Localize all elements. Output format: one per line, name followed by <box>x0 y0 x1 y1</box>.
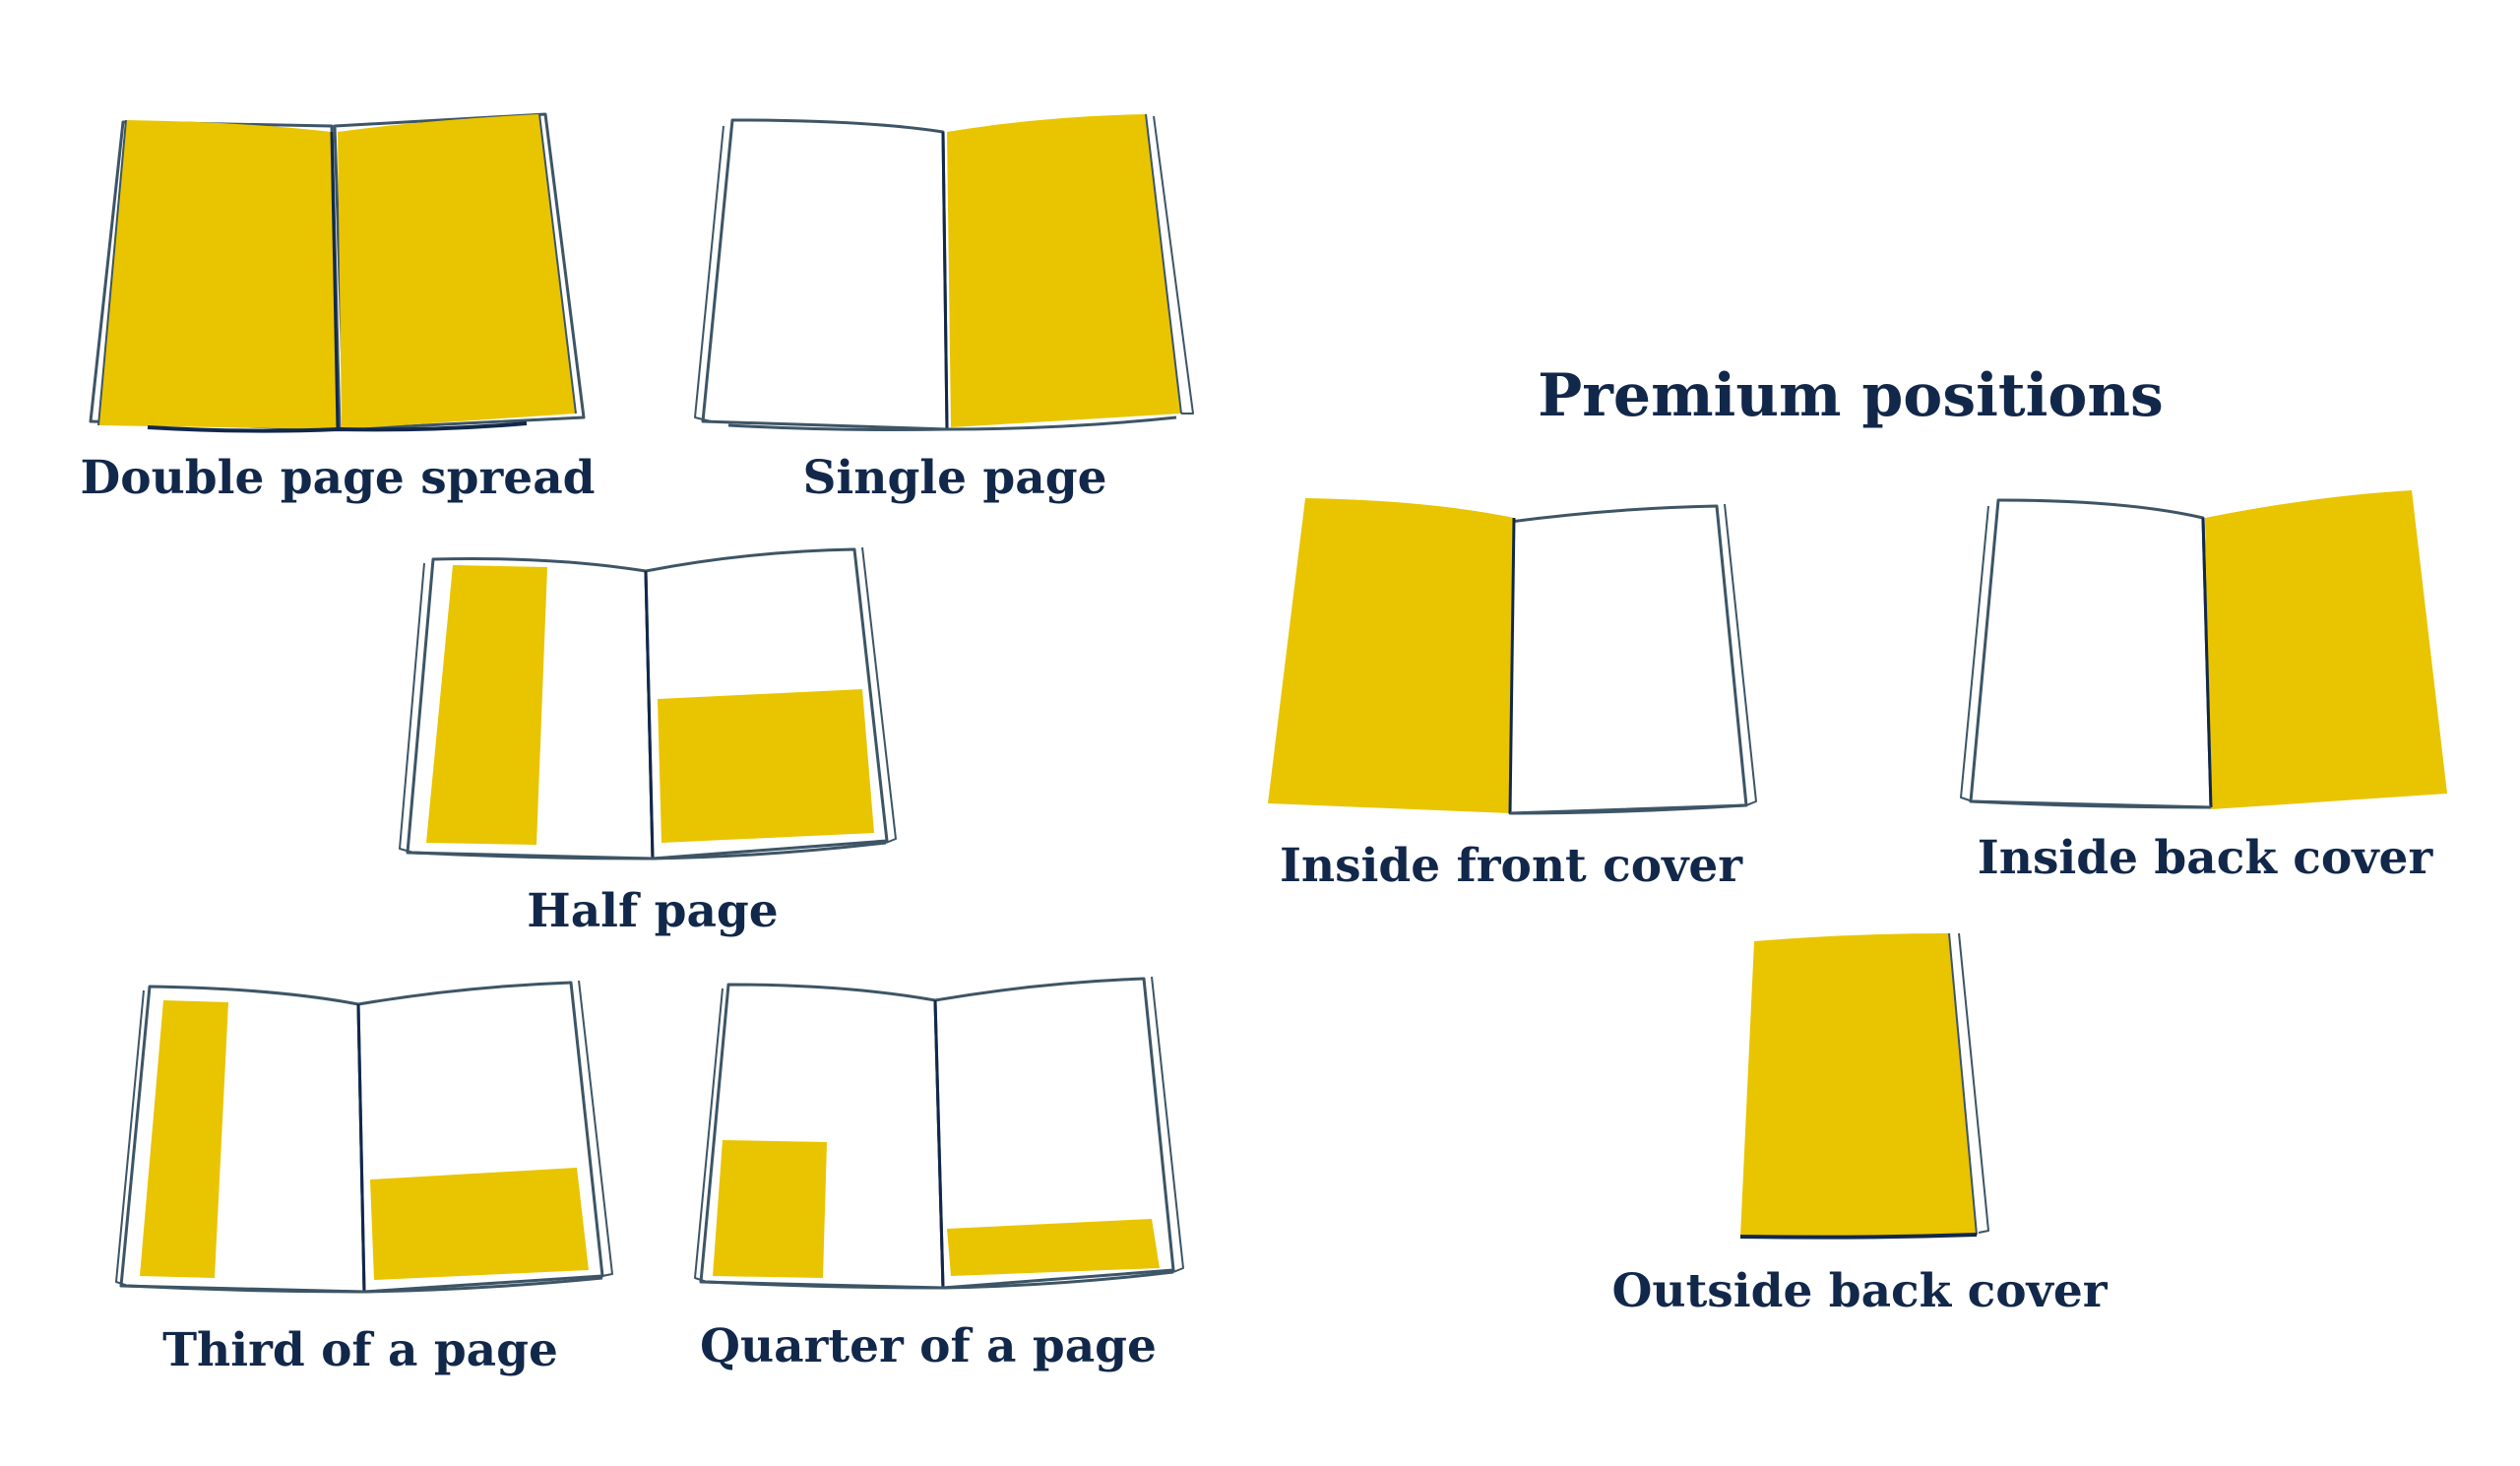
third-of-a-page-magazine <box>115 980 613 1294</box>
inside-back-cover-magazine <box>1960 490 2447 809</box>
third-of-a-page-label: Third of a page <box>162 1323 558 1377</box>
half-page-horizontal-ad <box>658 689 874 843</box>
double-page-spread-magazine <box>89 112 586 433</box>
half-page-label: Half page <box>527 884 779 938</box>
half-page-magazine <box>399 546 897 860</box>
outside-back-cover-label: Outside back cover <box>1611 1264 2108 1318</box>
inside-back-cover-label: Inside back cover <box>1977 831 2433 885</box>
third-of-a-page-horizontal-ad <box>370 1168 589 1280</box>
inside-front-cover-magazine <box>1268 498 1757 815</box>
double-page-spread-label: Double page spread <box>80 451 596 505</box>
inside-front-cover-label: Inside front cover <box>1279 839 1743 893</box>
outside-back-cover-magazine <box>1739 932 1989 1240</box>
inside-back-cover-ad <box>2205 490 2447 809</box>
half-page-vertical-ad <box>426 565 547 845</box>
double-page-spread-left-ad <box>98 120 338 429</box>
quarter-of-a-page-left-ad <box>713 1140 827 1278</box>
single-page-ad <box>947 114 1181 427</box>
quarter-of-a-page-right-ad <box>947 1219 1160 1276</box>
single-page-magazine <box>694 113 1194 431</box>
quarter-of-a-page-magazine <box>694 976 1184 1290</box>
inside-front-cover-ad <box>1268 498 1514 813</box>
quarter-of-a-page-label: Quarter of a page <box>700 1319 1157 1373</box>
single-page-label: Single page <box>802 451 1107 505</box>
third-of-a-page-vertical-ad <box>140 1000 228 1278</box>
double-page-spread-right-ad <box>338 114 576 429</box>
outside-back-cover-ad <box>1740 933 1977 1237</box>
premium-positions-heading: Premium positions <box>1538 361 2164 430</box>
